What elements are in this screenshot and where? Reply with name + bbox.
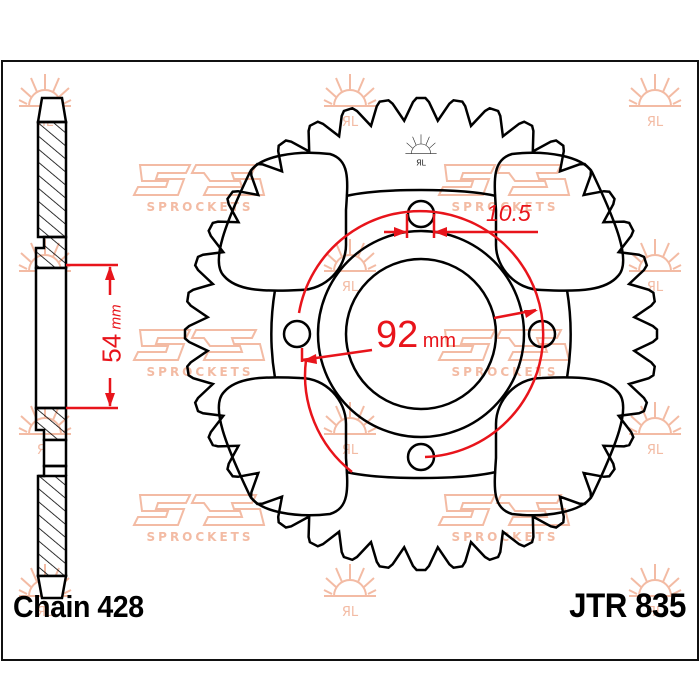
bolt-hole-left: [282, 319, 312, 349]
dimension-10-5-text: 10.5: [486, 200, 531, 226]
dimension-92mm-pcd: [297, 209, 545, 473]
jt-logo-icon: ЯL: [405, 134, 437, 168]
cutout-bottom-left: [217, 376, 349, 517]
sprocket-face: [183, 96, 659, 572]
cutout-top-left: [217, 151, 349, 292]
hub-plate: [270, 188, 572, 480]
part-number-label: JTR 835: [569, 587, 686, 625]
bolt-hole-top: [406, 199, 436, 229]
drawing-frame: [1, 60, 699, 661]
sprocket-teeth: [183, 96, 659, 572]
cutout-bottom-right: [493, 376, 625, 517]
dimension-10-5: [384, 214, 538, 238]
hub-outer-ring: [316, 229, 526, 439]
chain-size-label: Chain 428: [13, 589, 144, 624]
dimension-54-text: 54 mm: [96, 304, 127, 363]
dimension-92-text: 92 mm: [376, 314, 457, 356]
svg-text:ЯL: ЯL: [416, 159, 426, 168]
cutout-top-right: [493, 151, 625, 292]
hub-center-bore: [344, 257, 498, 411]
sprocket-side-profile: [34, 96, 68, 600]
dimension-54mm: [66, 263, 118, 410]
